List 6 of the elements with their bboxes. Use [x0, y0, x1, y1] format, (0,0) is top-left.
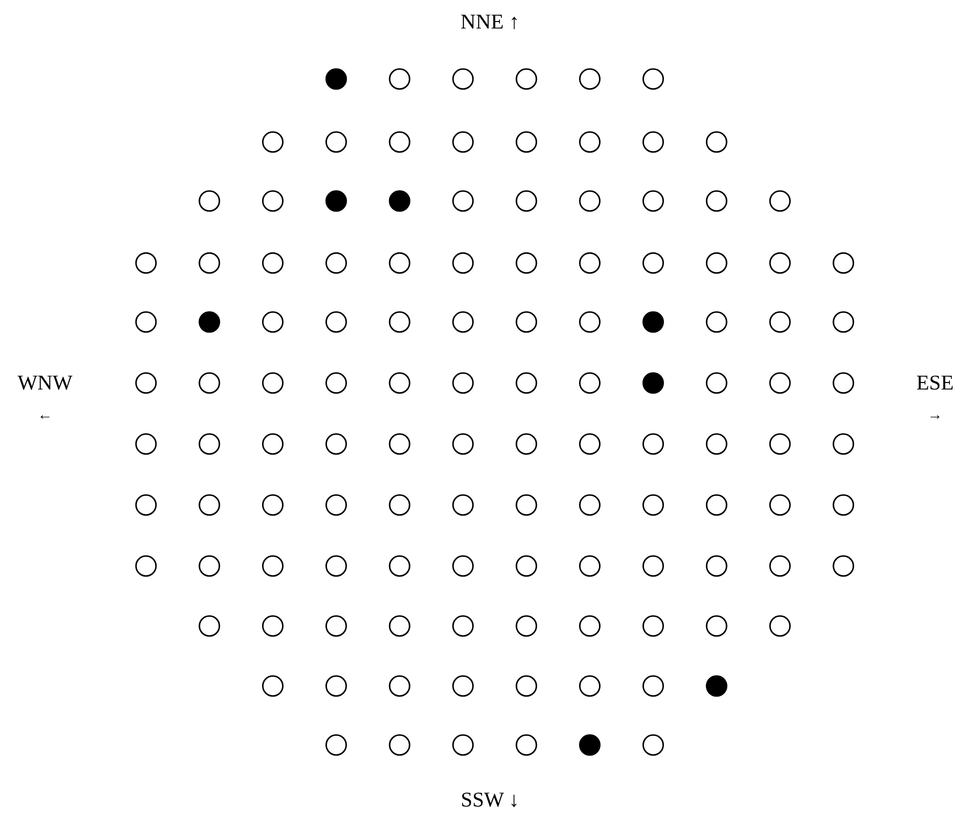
direction-arrow: ← [38, 408, 52, 424]
direction-label: SSW ↓ [460, 790, 520, 810]
direction-label: WNW [18, 372, 72, 394]
direction-arrow: → [928, 408, 942, 424]
direction-label: NNE ↑ [460, 12, 520, 32]
direction-label: ESE [916, 372, 954, 394]
